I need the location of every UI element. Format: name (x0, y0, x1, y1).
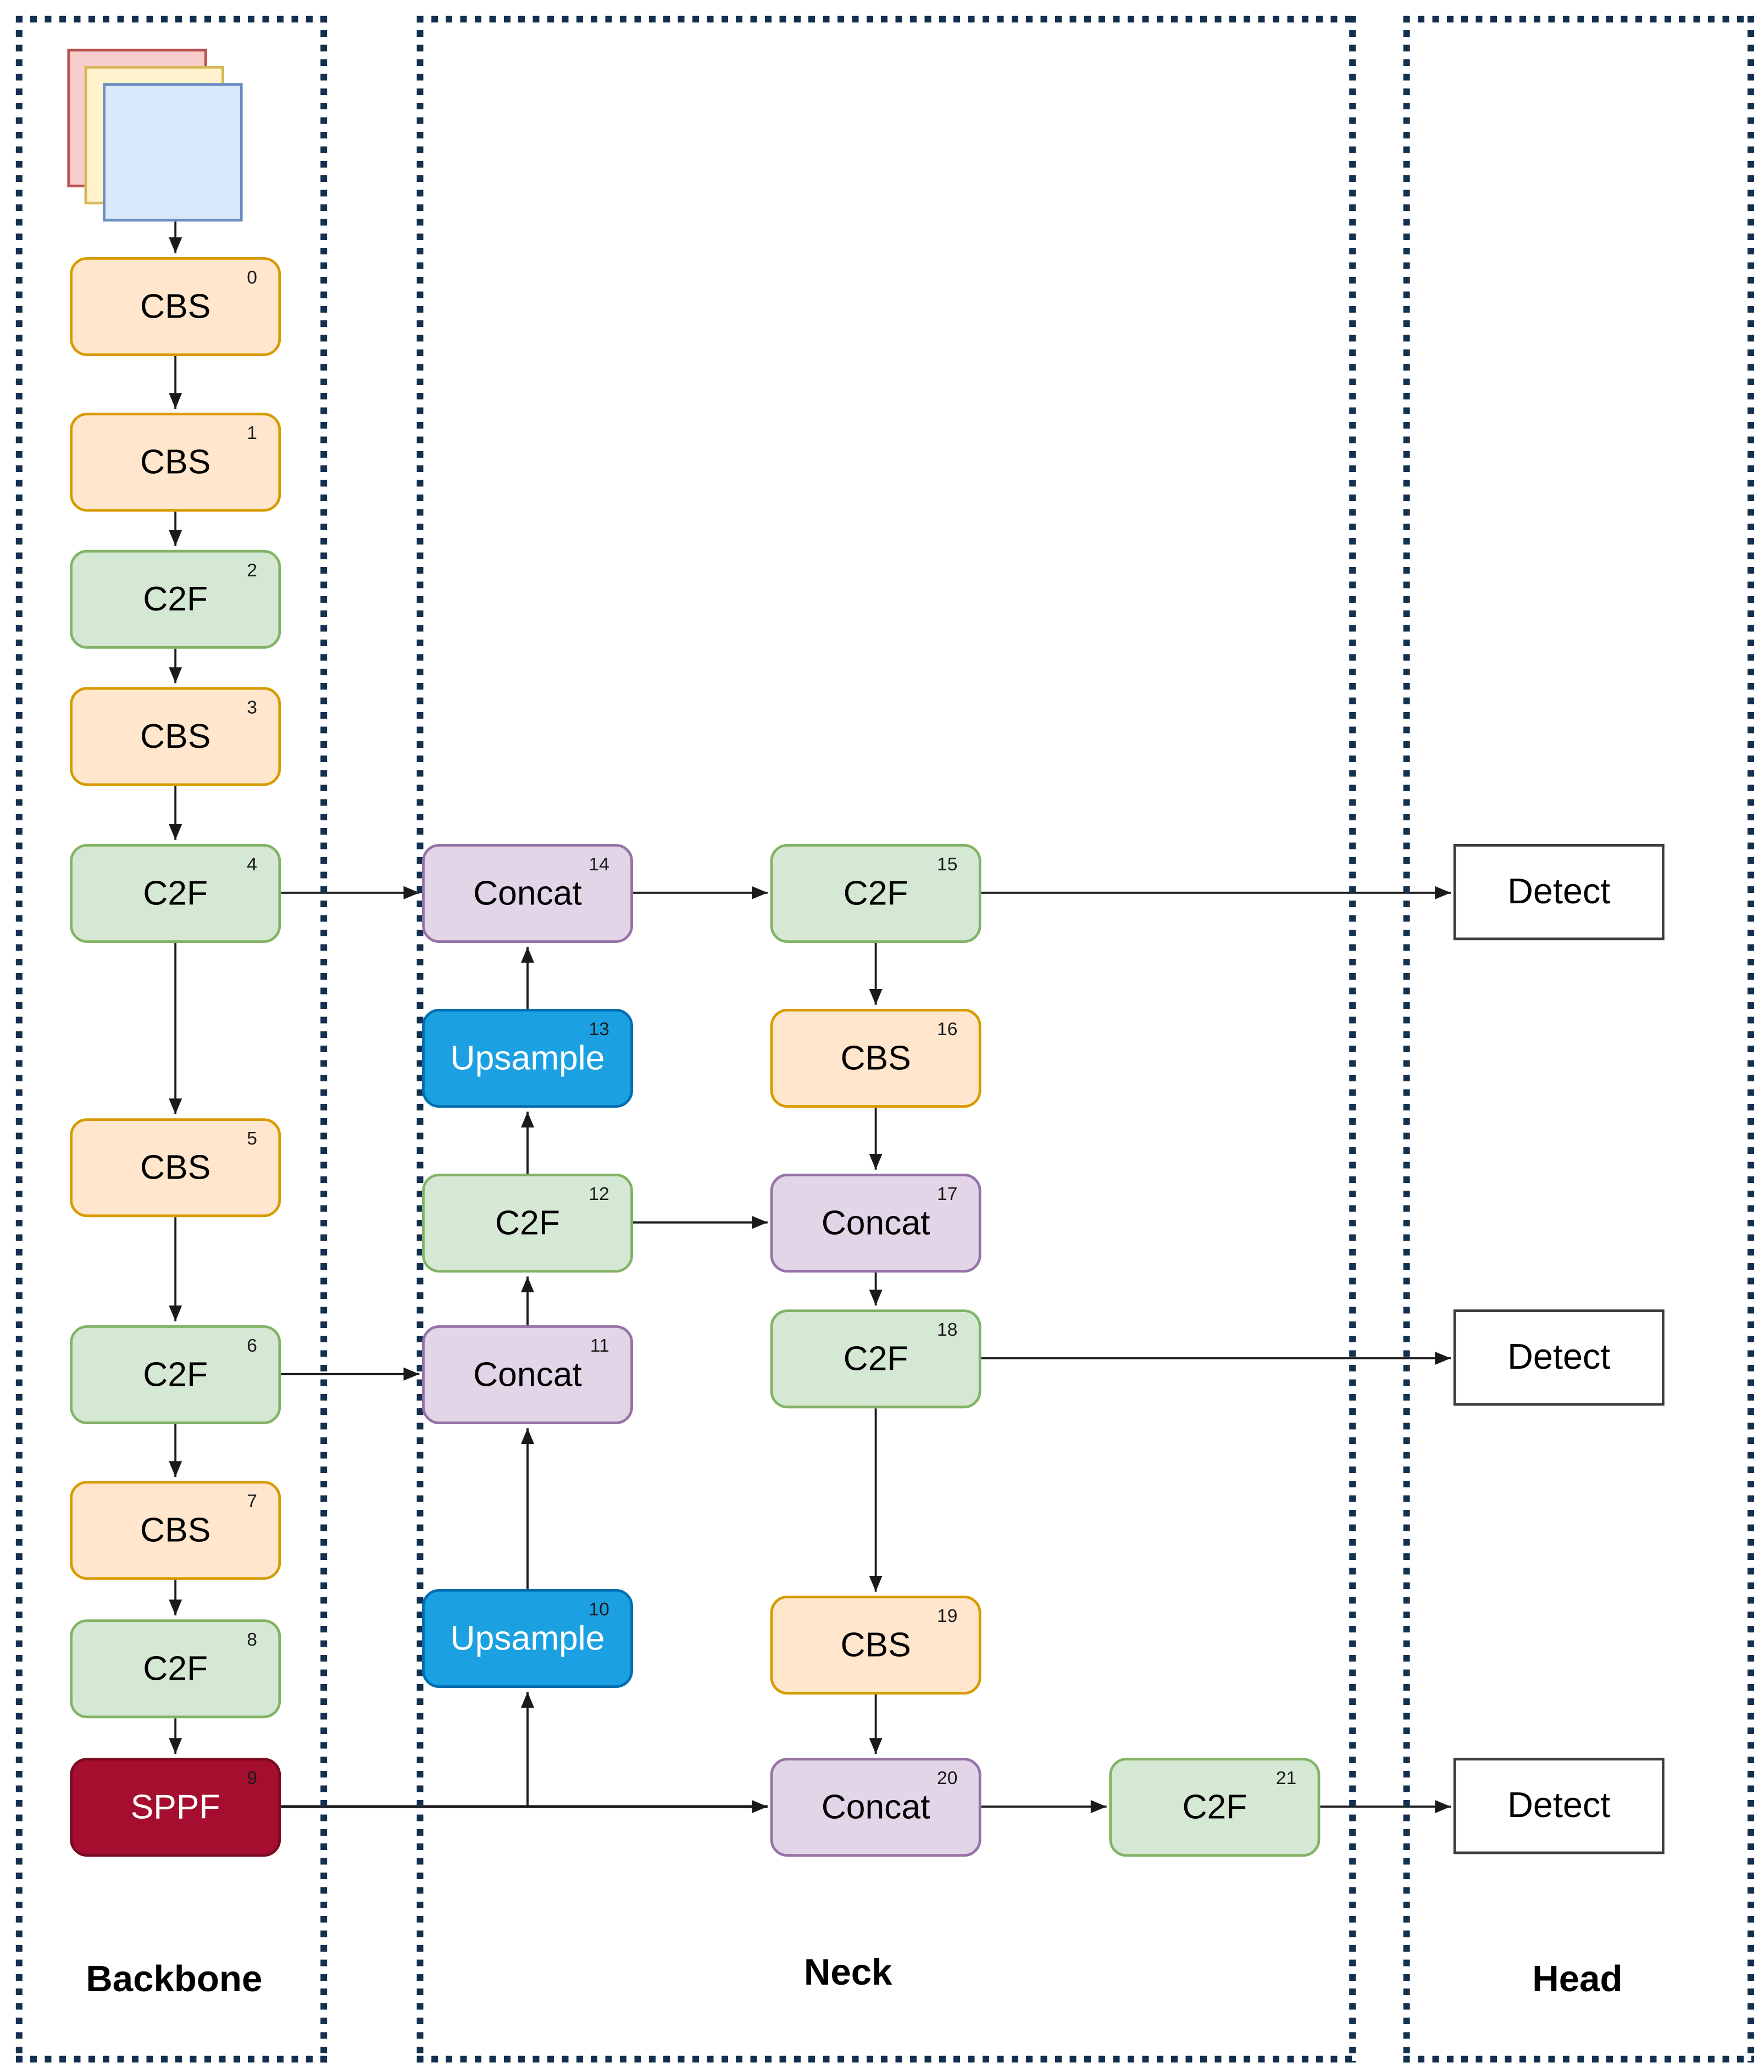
node-cbs-16: 16 CBS (770, 1009, 981, 1108)
node-label: C2F (495, 1202, 560, 1242)
node-cbs-7: 7 CBS (70, 1481, 281, 1580)
neck-border-bottom (417, 2056, 1356, 2063)
head-section (1403, 15, 1755, 2063)
node-concat-20: 20 Concat (770, 1758, 981, 1857)
node-label: CBS (840, 1624, 911, 1664)
head-border-left (1403, 15, 1410, 2063)
node-label: CBS (140, 286, 211, 326)
node-index: 13 (589, 1018, 609, 1040)
node-index: 21 (1275, 1767, 1297, 1788)
node-label: CBS (140, 1510, 211, 1549)
neck-border-top (417, 15, 1356, 23)
backbone-label: Backbone (86, 1958, 263, 1999)
node-c2f-15: 15 C2F (770, 844, 981, 943)
node-label: CBS (140, 1147, 211, 1187)
node-c2f-8: 8 C2F (70, 1619, 281, 1719)
node-label: C2F (143, 873, 208, 913)
node-index: 14 (589, 853, 609, 875)
node-index: 10 (589, 1598, 609, 1620)
node-label: C2F (843, 1338, 908, 1378)
node-detect-p4: Detect (1453, 1309, 1665, 1406)
node-label: Detect (1507, 1785, 1611, 1825)
backbone-border-right (320, 15, 328, 2063)
node-index: 20 (937, 1767, 958, 1788)
node-label: C2F (1182, 1787, 1247, 1827)
head-border-right (1748, 15, 1755, 2063)
node-label: CBS (840, 1037, 911, 1077)
neck-section (417, 15, 1356, 2063)
node-index: 3 (247, 696, 258, 718)
node-label: C2F (143, 579, 208, 619)
node-index: 6 (247, 1334, 258, 1356)
node-index: 8 (247, 1629, 258, 1650)
node-label: Concat (821, 1202, 930, 1242)
node-index: 7 (247, 1490, 258, 1512)
node-label: Concat (473, 873, 582, 913)
node-label: C2F (843, 873, 908, 913)
node-label: Upsample (450, 1037, 605, 1077)
node-label: Detect (1507, 871, 1611, 912)
backbone-border-left (15, 15, 23, 2063)
node-index: 19 (937, 1604, 958, 1626)
node-upsample-13: 13 Upsample (422, 1009, 633, 1108)
node-concat-14: 14 Concat (422, 844, 633, 943)
head-label: Head (1532, 1958, 1623, 1999)
head-border-top (1403, 15, 1755, 23)
node-label: Concat (473, 1354, 582, 1394)
neck-label: Neck (803, 1952, 892, 1993)
node-cbs-3: 3 CBS (70, 687, 281, 786)
node-index: 2 (247, 559, 258, 580)
node-c2f-6: 6 C2F (70, 1325, 281, 1424)
head-border-bottom (1403, 2056, 1755, 2063)
node-label: Upsample (450, 1618, 605, 1658)
node-c2f-21: 21 C2F (1109, 1758, 1321, 1857)
node-concat-11: 11 Concat (422, 1325, 633, 1424)
node-c2f-2: 2 C2F (70, 549, 281, 649)
node-detect-p5: Detect (1453, 1758, 1665, 1854)
node-cbs-5: 5 CBS (70, 1118, 281, 1218)
node-cbs-0: 0 CBS (70, 257, 281, 356)
node-index: 18 (937, 1319, 958, 1340)
backbone-border-top (15, 15, 328, 23)
node-upsample-10: 10 Upsample (422, 1589, 633, 1688)
node-detect-p3: Detect (1453, 844, 1665, 941)
node-concat-17: 17 Concat (770, 1174, 981, 1273)
node-index: 1 (247, 422, 258, 443)
input-image-blue (103, 83, 243, 222)
node-index: 12 (589, 1182, 609, 1204)
node-cbs-19: 19 CBS (770, 1596, 981, 1695)
node-label: CBS (140, 716, 211, 756)
node-index: 15 (937, 853, 958, 875)
node-sppf-9: 9 SPPF (70, 1758, 281, 1857)
node-c2f-12: 12 C2F (422, 1174, 633, 1273)
node-index: 0 (247, 266, 258, 288)
node-cbs-1: 1 CBS (70, 413, 281, 512)
node-c2f-18: 18 C2F (770, 1309, 981, 1409)
node-index: 4 (247, 853, 258, 875)
neck-border-left (417, 15, 424, 2063)
node-index: 9 (247, 1767, 258, 1788)
node-label: C2F (143, 1354, 208, 1394)
node-label: Concat (821, 1787, 930, 1827)
node-c2f-4: 4 C2F (70, 844, 281, 943)
node-index: 5 (247, 1127, 258, 1149)
node-label: SPPF (130, 1787, 220, 1827)
node-index: 16 (937, 1018, 958, 1040)
node-index: 11 (590, 1334, 609, 1356)
node-index: 17 (937, 1182, 958, 1204)
backbone-section (15, 15, 328, 2063)
node-label: Detect (1507, 1337, 1611, 1377)
backbone-border-bottom (15, 2056, 328, 2063)
node-label: CBS (140, 442, 211, 482)
node-label: C2F (143, 1648, 208, 1688)
neck-border-right (1349, 15, 1356, 2063)
